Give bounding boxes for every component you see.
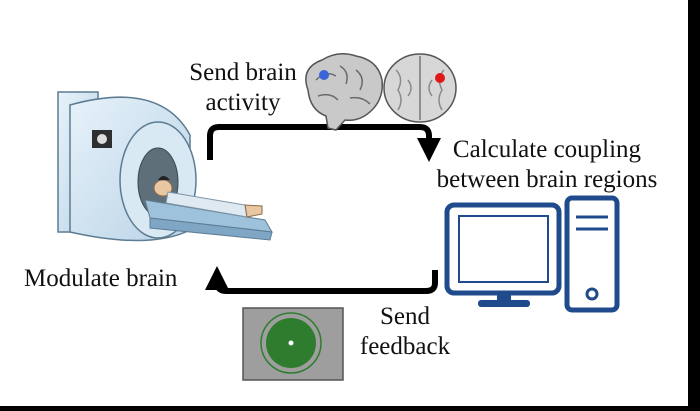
modulate-brain-label: Modulate brain — [24, 265, 178, 292]
calculate-coupling-label: Calculate coupling between brain regions — [436, 136, 658, 193]
send-activity-label: Send brain activity — [189, 59, 297, 116]
send-activity-arrow — [207, 124, 441, 162]
brain-axial-icon — [383, 53, 457, 123]
bottom-border — [0, 406, 700, 411]
right-border — [688, 0, 700, 411]
computer-icon — [444, 195, 620, 313]
send-feedback-label: Send feedback — [359, 303, 451, 360]
modulate-arrow — [205, 266, 438, 294]
mri-scanner-icon — [57, 91, 273, 242]
brain-sagittal-icon — [305, 53, 384, 131]
feedback-display-icon — [242, 307, 344, 381]
